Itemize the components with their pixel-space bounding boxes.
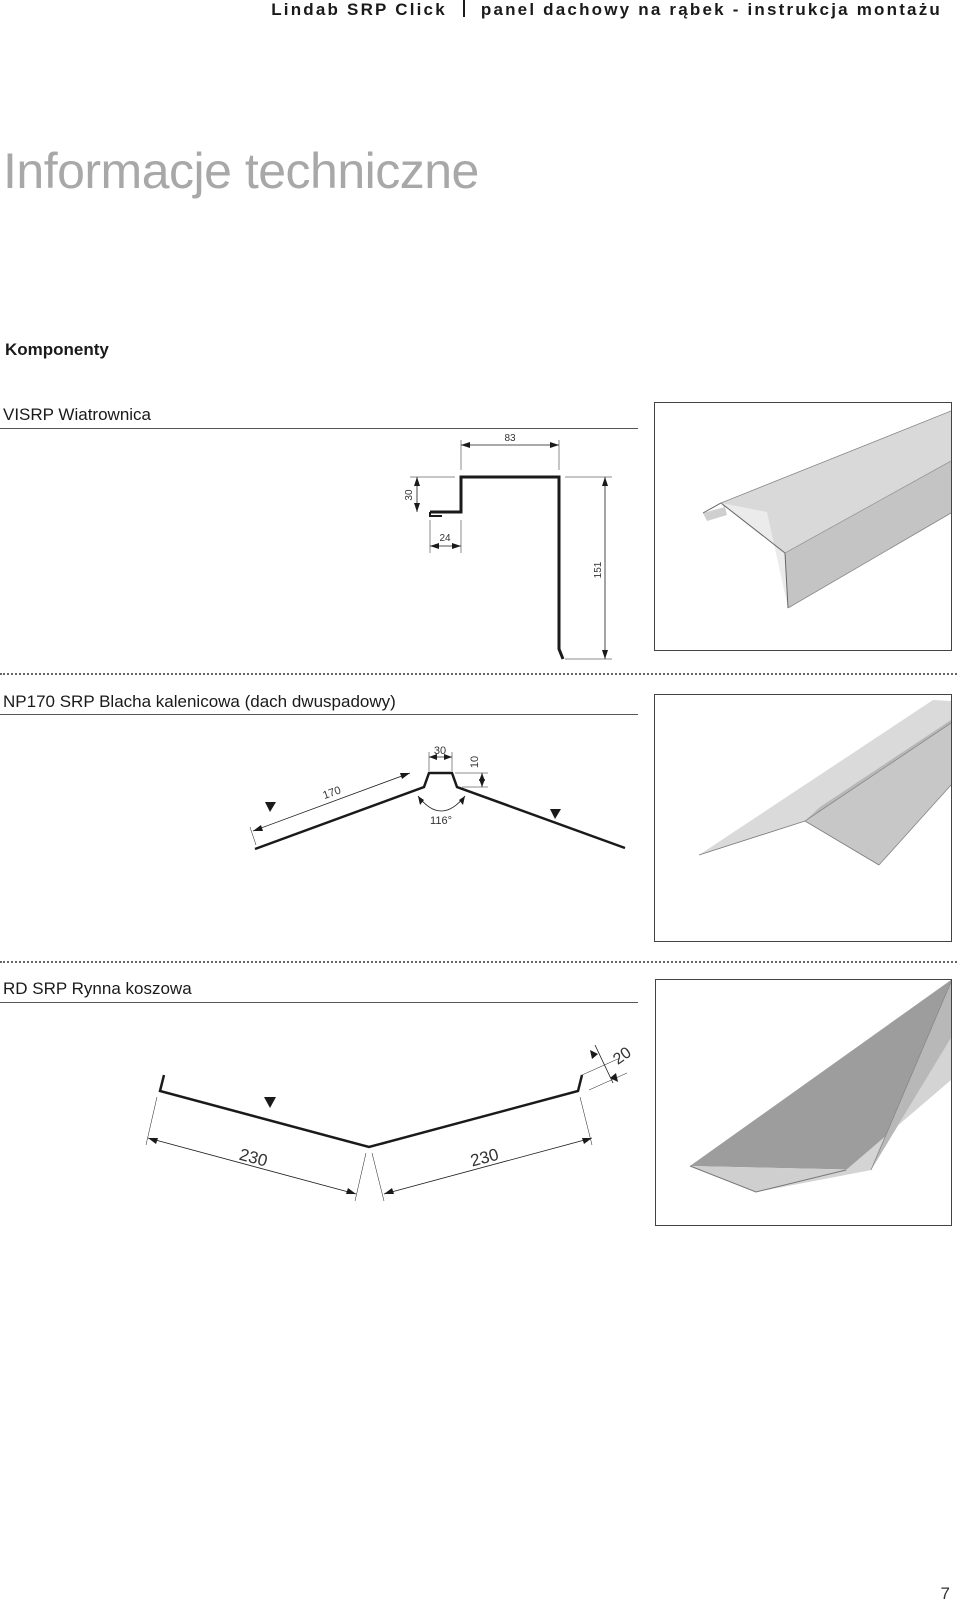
dim-right-leg: 230 [468, 1145, 500, 1171]
np170-profile-drawing: 170 30 10 116° [249, 745, 626, 851]
dim-hem-width: 24 [439, 533, 451, 544]
page-number: 7 [940, 1584, 950, 1603]
dim-top-width: 83 [504, 433, 516, 444]
dim-height: 151 [593, 561, 604, 578]
section-title: Komponenty [5, 340, 109, 359]
dim-edge: 20 [610, 1044, 634, 1068]
component-rule [0, 714, 638, 715]
np170-product-photo [654, 694, 952, 942]
section-divider [0, 961, 957, 963]
header-subtitle: panel dachowy na rąbek - instrukcja mont… [480, 0, 942, 19]
visrp-profile-drawing: 83 30 24 151 [404, 433, 612, 660]
component-rule [0, 428, 638, 429]
rd-profile-drawing: 230 230 20 [145, 1044, 635, 1202]
dim-offset: 10 [469, 756, 481, 768]
dim-hem-height: 30 [404, 489, 415, 501]
dim-angle: 116° [430, 815, 452, 827]
component-rule [0, 1002, 638, 1003]
dim-leg: 170 [321, 784, 342, 802]
rd-product-photo [655, 979, 952, 1226]
page-title: Informacje techniczne [3, 143, 479, 199]
component-title-visrp: VISRP Wiatrownica [3, 405, 152, 424]
header-separator [462, 0, 465, 17]
dim-left-leg: 230 [237, 1145, 269, 1171]
visrp-product-photo [654, 402, 952, 651]
section-divider [0, 673, 957, 675]
page-header: Lindab SRP Click panel dachowy na rąbek -… [271, 0, 942, 22]
component-title-rd: RD SRP Rynna koszowa [3, 979, 192, 998]
dim-top: 30 [434, 745, 446, 757]
header-product: Lindab SRP Click [271, 0, 447, 19]
component-title-np170: NP170 SRP Blacha kalenicowa (dach dwuspa… [3, 692, 396, 711]
